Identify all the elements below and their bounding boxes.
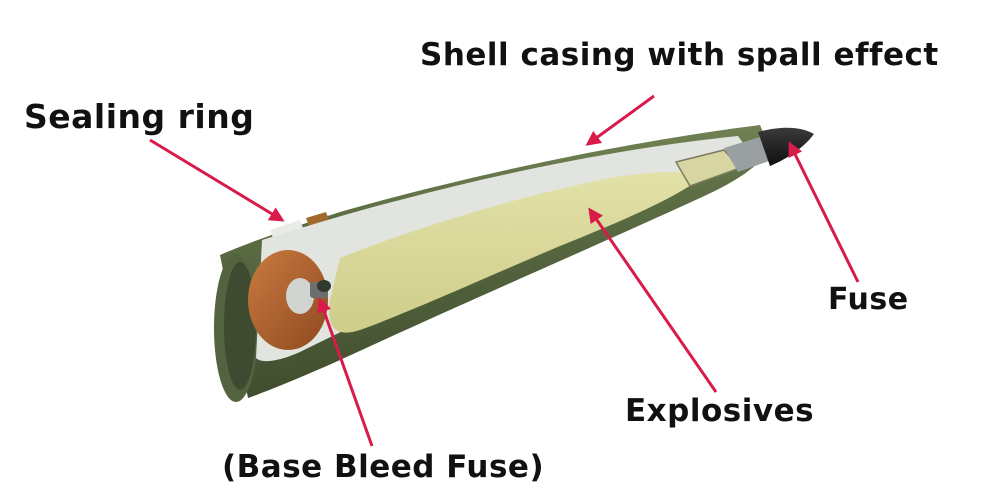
arrow-shell-casing bbox=[585, 94, 655, 146]
label-explosives: Explosives bbox=[625, 393, 815, 429]
projectile-illustration bbox=[214, 125, 814, 402]
label-shell-casing: Shell casing with spall effect bbox=[420, 37, 939, 73]
fuse-adapter bbox=[724, 137, 772, 172]
base-bleed-inner bbox=[286, 278, 314, 314]
arrow-explosives bbox=[588, 207, 718, 393]
arrow-sealing-ring bbox=[149, 138, 285, 222]
label-sealing-ring: Sealing ring bbox=[24, 97, 255, 136]
base-bleed-fuse-cap bbox=[317, 280, 331, 292]
explosive-fill bbox=[329, 172, 700, 333]
arrow-base-bleed-fuse bbox=[316, 297, 374, 447]
label-base-bleed-fuse: (Base Bleed Fuse) bbox=[222, 449, 545, 485]
fuse-tip bbox=[758, 127, 814, 166]
label-fuse: Fuse bbox=[828, 282, 909, 317]
arrow-fuse bbox=[788, 141, 860, 283]
shell-base-rim bbox=[224, 262, 256, 390]
